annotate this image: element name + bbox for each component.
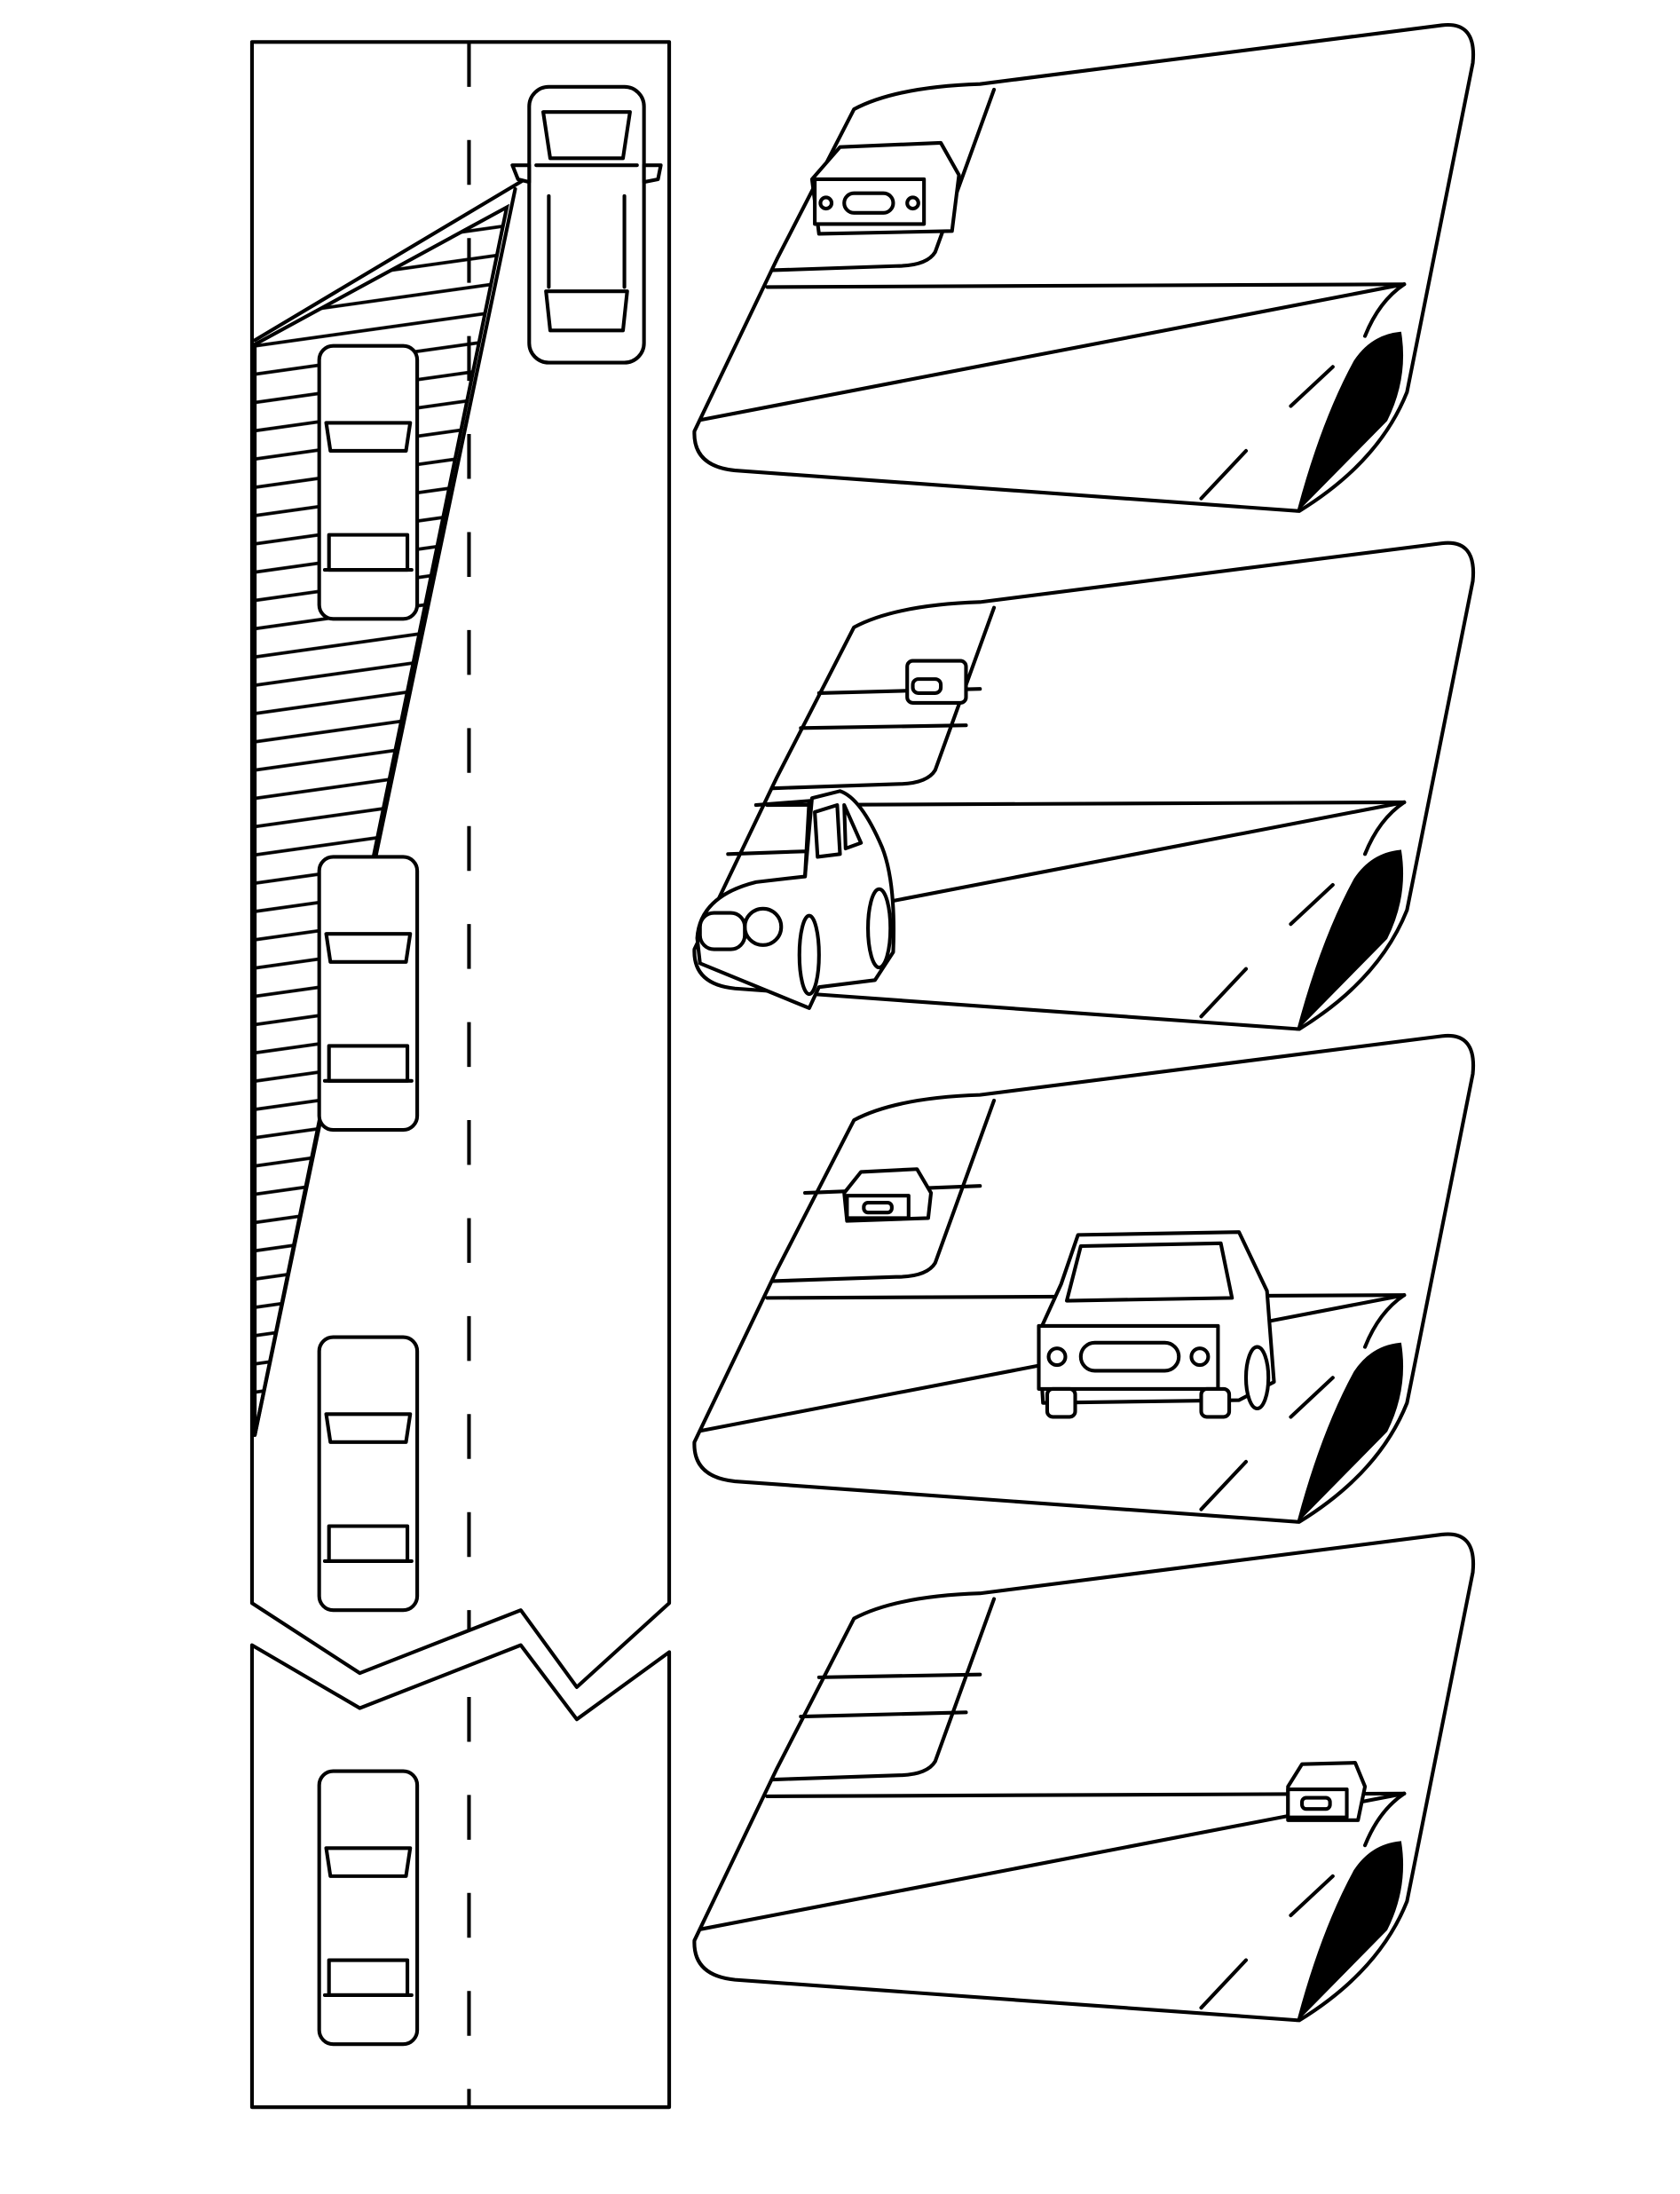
distant-vehicle (1286, 1761, 1368, 1822)
mirror-view-2 (694, 543, 1473, 1030)
approaching-vehicle (1037, 1230, 1276, 1419)
adjacent-vehicle-4 (319, 1772, 417, 2045)
road-top-view (249, 40, 672, 2110)
spotter-vehicle (809, 140, 961, 236)
mirror-view-3 (694, 1036, 1473, 1522)
adjacent-vehicle-1 (319, 346, 417, 620)
spotter-vehicle-distant (905, 659, 968, 705)
spotter-vehicle-small (842, 1167, 934, 1223)
mirror-view-boundary (253, 173, 534, 1438)
mirror-view-1 (694, 25, 1473, 511)
adjacent-vehicle-2 (319, 856, 417, 1130)
mirror-view-4 (694, 1535, 1473, 2021)
blind-spot-vehicle (695, 789, 896, 1010)
road-lower-segment (249, 1643, 672, 2110)
road-upper-segment (249, 40, 672, 1689)
host-vehicle (510, 84, 663, 365)
adjacent-vehicle-3 (319, 1338, 417, 1611)
